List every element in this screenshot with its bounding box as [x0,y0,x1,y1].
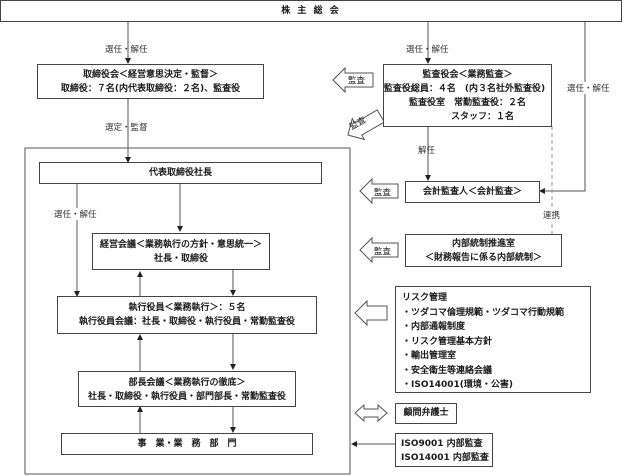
audit-board-box: 監査役会＜業務監査＞ 監査役総員：４名 (内３名社外監査役) 監査役室 常勤監査… [383,64,552,127]
risk-management-box: リスク管理 ・ツダコマ倫理規範・ツダコマ行動規範 ・内部通報制度 ・リスク管理基… [395,286,591,393]
executive-officers-box: 執行役員＜業務執行＞：５名 執行役員会議：社長・取締役・執行役員・常勤監査役 [57,296,317,334]
label-appoint-supervise: 選定・監督 [105,123,148,133]
line-shareholders-accounting [539,22,586,194]
internal-control-box: 内部統制推進室 ＜財務報告に係る内部統制＞ [405,234,562,267]
risk-item: ・内部通報制度 [402,322,466,332]
audit-board-members: 監査役総員：４名 (内３名社外監査役) [383,84,546,94]
label-elect-dismiss-auditors: 選任・解任 [406,45,449,55]
accounting-auditor-box: 会計監査人＜会計監査＞ [405,181,540,203]
audit-arrow-4 [359,236,399,264]
department-meeting-title: 部長会議＜業務執行の徹底＞ [128,378,246,388]
iso14001-audit: ISO14001 内部監査 [401,453,489,463]
audit-arrow-1 [332,66,374,94]
executive-frame [24,147,351,475]
accounting-auditor-title: 会計監査人＜会計監査＞ [422,187,522,197]
executive-officers-meeting: 執行役員会議：社長・取締役・執行役員・常勤監査役 [78,317,295,327]
department-meeting-members: 社長・取締役・執行役員・部門部長・常勤監査役 [87,392,286,402]
president-box: 代表取締役社長 [39,162,322,184]
audit-arrow-3 [359,177,399,205]
shareholders-meeting-title: 株 主 総 会 [281,6,341,16]
department-meeting-box: 部長会議＜業務執行の徹底＞ 社長・取締役・執行役員・部門部長・常勤監査役 [78,371,296,407]
audit-staff: スタッフ：１名 [450,112,514,122]
audit-office: 監査役室 常勤監査役：２名 [408,98,526,108]
legal-counsel-box: 顧問弁護士 [395,403,457,424]
risk-item: ・輸出管理室 [402,351,457,361]
audit-label-4: 監査 [374,247,392,257]
risk-arrow [354,299,388,327]
iso-audit-box: ISO9001 内部監査 ISO14001 内部監査 [395,433,493,467]
management-meeting-title: 経営会議＜業務執行の方針・意思統一＞ [99,240,262,250]
lawyer-double-arrow [354,403,388,423]
business-divisions-title: 事 業・業 務 部 門 [137,439,237,449]
label-elect-dismiss-officers: 選任・解任 [54,208,97,220]
iso9001-audit: ISO9001 内部監査 [401,439,483,449]
internal-control-subtitle: ＜財務報告に係る内部統制＞ [424,253,542,263]
label-elect-dismiss-accounting: 選任・解任 [567,82,610,94]
board-of-directors-box: 取締役会＜経営意思決定・監督＞ 取締役：７名(内代表取締役：２名)、監査役 [37,64,264,99]
management-meeting-members: 社長・取締役 [153,254,208,264]
shareholders-meeting-box: 株 主 総 会 [0,0,622,22]
risk-item: ・安全衛生等連絡会議 [402,365,493,376]
audit-label-3: 監査 [374,188,392,198]
internal-control-title: 内部統制推進室 [451,239,515,249]
audit-arrow-2 [347,109,385,141]
board-title: 取締役会＜経営意思決定・監督＞ [82,70,218,80]
board-members: 取締役：７名(内代表取締役：２名)、監査役 [60,84,241,94]
label-elect-dismiss-board: 選任・解任 [105,45,148,55]
audit-board-title: 監査役会＜業務監査＞ [422,70,513,80]
risk-management-heading: リスク管理 [402,293,448,303]
label-cooperation: 連携 [543,209,561,221]
risk-item: ・リスク管理基本方針 [402,336,493,347]
president-title: 代表取締役社長 [148,168,212,178]
risk-item: ・ISO14001(環境・公害) [402,380,514,390]
business-divisions-box: 事 業・業 務 部 門 [61,433,313,455]
label-dismiss: 解任 [418,146,436,156]
audit-label-1: 監査 [348,76,366,86]
risk-item: ・ツダコマ倫理規範・ツダコマ行動規範 [402,307,565,318]
legal-counsel-title: 顧問弁護士 [403,408,449,418]
executive-officers-title: 執行役員＜業務執行＞：５名 [128,303,246,313]
management-meeting-box: 経営会議＜業務執行の方針・意思統一＞ 社長・取締役 [92,233,270,270]
